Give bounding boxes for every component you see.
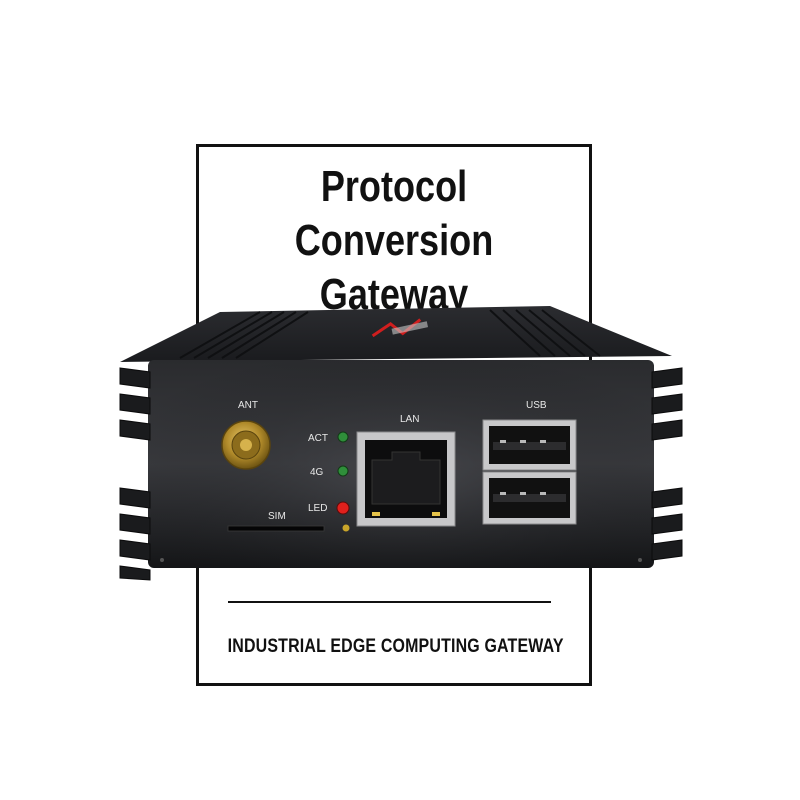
heatsink-fins-top-right bbox=[489, 309, 601, 357]
usb-label: USB bbox=[526, 400, 547, 411]
heatsink-fins-left bbox=[119, 367, 151, 581]
sim-led bbox=[342, 524, 350, 532]
ant-label: ANT bbox=[238, 400, 258, 411]
gateway-device-image: ANT ACT 4G LED SIM LAN USB bbox=[119, 306, 683, 581]
act-led bbox=[337, 431, 349, 443]
lan-port bbox=[356, 431, 456, 527]
heatsink-fins-top-left bbox=[179, 311, 309, 359]
divider-line bbox=[228, 601, 551, 603]
product-subtitle: INDUSTRIAL EDGE COMPUTING GATEWAY bbox=[227, 636, 564, 657]
led-label: LED bbox=[308, 503, 327, 514]
4g-label: 4G bbox=[310, 467, 324, 478]
usb-port-top bbox=[482, 419, 577, 471]
act-label: ACT bbox=[308, 433, 328, 444]
lan-label: LAN bbox=[400, 414, 419, 425]
usb-port-bottom bbox=[482, 471, 577, 525]
screw-left bbox=[160, 558, 164, 562]
status-led-red bbox=[336, 501, 350, 515]
sim-slot bbox=[227, 525, 325, 532]
heatsink-fins-right bbox=[651, 367, 683, 561]
4g-led bbox=[337, 465, 349, 477]
sim-label: SIM bbox=[268, 511, 286, 522]
brand-logo-mark bbox=[371, 318, 429, 338]
antenna-connector bbox=[221, 420, 271, 470]
screw-right bbox=[638, 558, 642, 562]
title-line-1: Protocol Conversion bbox=[294, 162, 494, 265]
